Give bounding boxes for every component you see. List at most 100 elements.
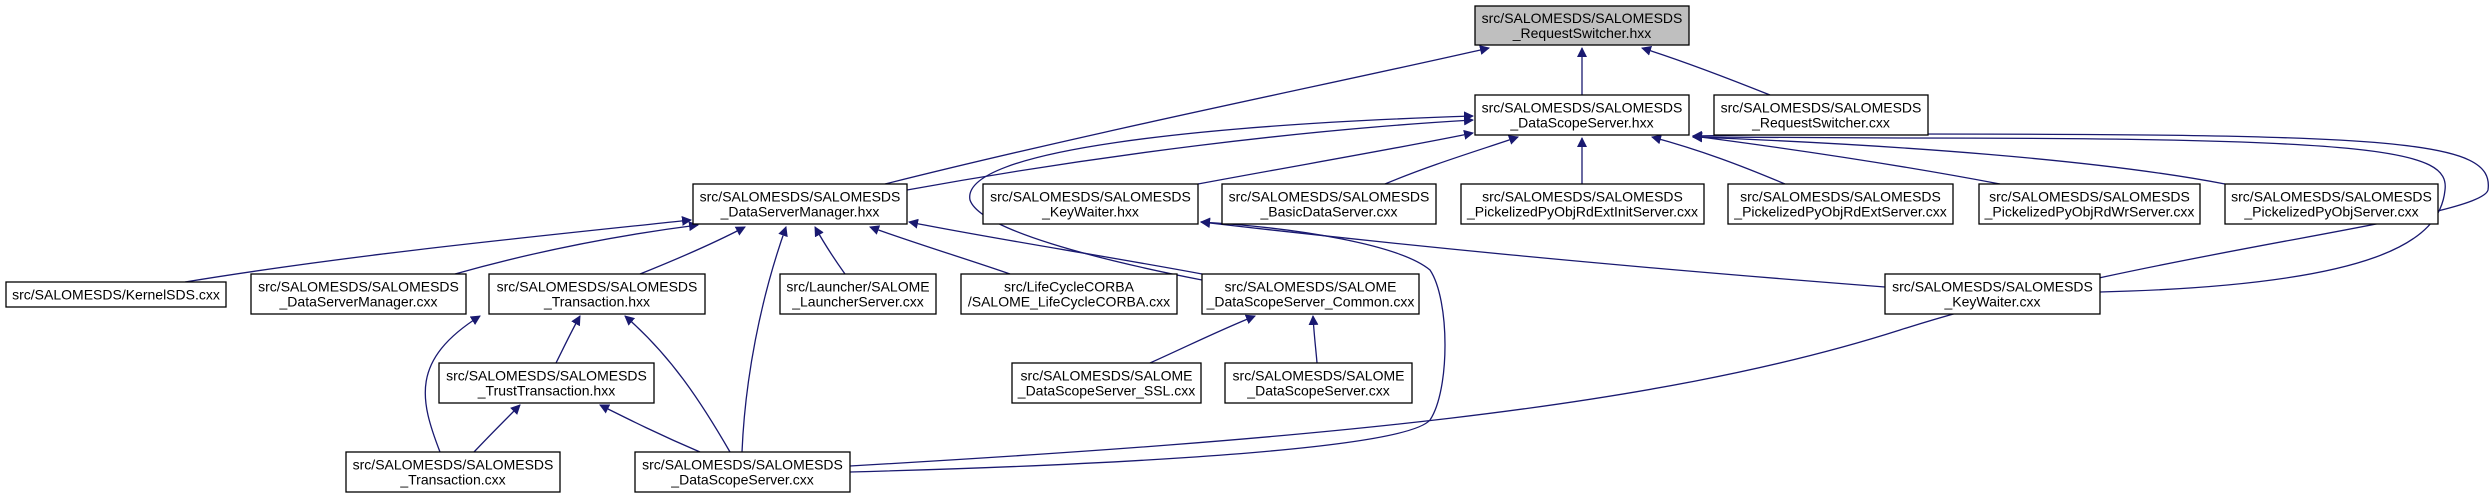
nodes-layer: src/SALOMESDS/SALOMESDS_RequestSwitcher.… <box>5 5 2439 493</box>
edge-dss_cxx-to-dsm_hxx <box>741 226 788 453</box>
node-label-line: src/SALOMESDS/SALOMESDS <box>1892 279 2093 295</box>
node-label-line: src/SALOMESDS/SALOMESDS <box>1721 100 1922 116</box>
edge-dss_cxx-to-tt_hxx <box>599 404 701 453</box>
node-label-line: src/SALOMESDS/SALOMESDS <box>2231 189 2432 205</box>
node-label-line: _DataServerManager.hxx <box>720 204 880 220</box>
node-label-line: src/SALOMESDS/SALOME <box>1225 279 1397 295</box>
edge-dsm_hxx-to-rs_hxx <box>884 45 1490 185</box>
node-label-line: _RequestSwitcher.hxx <box>1512 25 1652 41</box>
node-pos-cxx[interactable]: src/SALOMESDS/SALOMESDS_PickelizedPyObjS… <box>2224 183 2439 225</box>
node-label-line: _PickelizedPyObjServer.cxx <box>2243 204 2418 220</box>
node-box <box>5 281 227 308</box>
node-label-line: _PickelizedPyObjRdExtServer.cxx <box>1733 204 1946 220</box>
node-kw-cxx[interactable]: src/SALOMESDS/SALOMESDS_KeyWaiter.cxx <box>1884 273 2101 315</box>
node-ssl-cxx[interactable]: src/SALOMESDS/SALOME_DataScopeServer_SSL… <box>1011 362 1202 404</box>
node-box <box>1201 273 1420 315</box>
node-kw-hxx[interactable]: src/SALOMESDS/SALOMESDS_KeyWaiter.hxx <box>982 183 1199 225</box>
edge-tr_cxx-to-tt_hxx <box>473 404 521 453</box>
edge-tr_cxx-to-tr_hxx <box>424 315 481 453</box>
node-dsm-cxx[interactable]: src/SALOMESDS/SALOMESDS_DataServerManage… <box>250 273 467 315</box>
node-box <box>1460 183 1705 225</box>
node-label-line: _LauncherServer.cxx <box>791 294 924 310</box>
node-pre-cxx[interactable]: src/SALOMESDS/SALOMESDS_PickelizedPyObjR… <box>1727 183 1954 225</box>
node-box <box>960 273 1178 315</box>
node-rs-hxx[interactable]: src/SALOMESDS/SALOMESDS_RequestSwitcher.… <box>1474 5 1690 46</box>
node-label-line: _Transaction.hxx <box>543 294 650 310</box>
node-box <box>345 451 561 493</box>
node-label-line: _DataScopeServer.cxx <box>1246 383 1389 399</box>
edge-sdss_cxx-to-dssc_cxx <box>1308 315 1319 364</box>
node-lc-cxx[interactable]: src/LifeCycleCORBA/SALOME_LifeCycleCORBA… <box>960 273 1178 315</box>
edge-lc_cxx-to-dsm_hxx <box>869 225 1011 275</box>
node-label-line: src/SALOMESDS/SALOMESDS <box>700 189 901 205</box>
node-tr-hxx[interactable]: src/SALOMESDS/SALOMESDS_Transaction.hxx <box>488 273 706 315</box>
node-prw-cxx[interactable]: src/SALOMESDS/SALOMESDS_PickelizedPyObjR… <box>1978 183 2201 225</box>
node-label-line: _PickelizedPyObjRdExtInitServer.cxx <box>1466 204 1698 220</box>
node-box <box>438 362 655 404</box>
node-box <box>1884 273 2101 315</box>
node-box <box>1221 183 1437 225</box>
edge-rs_cxx-to-rs_hxx <box>1641 45 1771 96</box>
node-label-line: src/SALOMESDS/SALOMESDS <box>258 279 459 295</box>
node-dss-cxx[interactable]: src/SALOMESDS/SALOMESDS_DataScopeServer.… <box>634 451 851 493</box>
node-label-line: _DataScopeServer.cxx <box>670 472 813 488</box>
edge-ls_cxx-to-dsm_hxx <box>814 226 846 275</box>
node-box <box>2224 183 2439 225</box>
node-box <box>488 273 706 315</box>
edge-dss_cxx-to-tr_hxx <box>624 315 731 453</box>
node-box <box>1474 94 1690 136</box>
node-label-line: src/SALOMESDS/SALOMESDS <box>642 457 843 473</box>
node-label-line: src/SALOMESDS/SALOMESDS <box>497 279 698 295</box>
node-label-line: src/SALOMESDS/SALOMESDS <box>1482 189 1683 205</box>
node-box <box>1713 94 1929 136</box>
node-box <box>1011 362 1202 404</box>
edge-dsm_hxx-to-dss_hxx <box>906 115 1474 191</box>
node-label-line: src/SALOMESDS/SALOMESDS <box>353 457 554 473</box>
edge-ksds_cxx-to-dsm_hxx <box>184 215 692 283</box>
node-tt-hxx[interactable]: src/SALOMESDS/SALOMESDS_TrustTransaction… <box>438 362 655 404</box>
edge-prw_cxx-to-dss_hxx <box>1692 132 2001 185</box>
edge-kw_cxx-to-kw_hxx <box>1200 218 1886 288</box>
node-box <box>634 451 851 493</box>
node-ls-cxx[interactable]: src/Launcher/SALOME_LauncherServer.cxx <box>779 273 937 315</box>
edge-kw_cxx-to-dss_hxx <box>1692 132 2446 293</box>
node-dss-hxx[interactable]: src/SALOMESDS/SALOMESDS_DataScopeServer.… <box>1474 94 1690 136</box>
node-label-line: _KeyWaiter.cxx <box>1944 294 2041 310</box>
node-label-line: src/SALOMESDS/SALOMESDS <box>1989 189 2190 205</box>
node-label-line: src/SALOMESDS/SALOME <box>1233 368 1405 384</box>
node-label-line: _RequestSwitcher.cxx <box>1751 115 1890 131</box>
node-label-line: _DataScopeServer.hxx <box>1509 115 1653 131</box>
edge-dss_cxx-to-kw_hxx <box>849 217 1446 473</box>
node-label-line: src/Launcher/SALOME <box>786 279 929 295</box>
edge-dsm_cxx-to-dsm_hxx <box>454 221 699 275</box>
node-label-line: src/SALOMESDS/KernelSDS.cxx <box>12 287 220 303</box>
node-sdss-cxx[interactable]: src/SALOMESDS/SALOME_DataScopeServer.cxx <box>1224 362 1413 404</box>
edge-tr_hxx-to-dsm_hxx <box>639 226 746 275</box>
node-box <box>982 183 1199 225</box>
edge-kw_hxx-to-dss_hxx <box>1197 129 1474 185</box>
node-box <box>250 273 467 315</box>
node-label-line: _DataScopeServer_Common.cxx <box>1206 294 1415 310</box>
node-box <box>1474 5 1690 46</box>
edge-pos_cxx-to-dss_hxx <box>1692 132 2226 185</box>
node-box <box>1978 183 2201 225</box>
node-tr-cxx[interactable]: src/SALOMESDS/SALOMESDS_Transaction.cxx <box>345 451 561 493</box>
node-label-line: _TrustTransaction.hxx <box>477 383 615 399</box>
node-dssc-cxx[interactable]: src/SALOMESDS/SALOME_DataScopeServer_Com… <box>1201 273 1420 315</box>
node-prei-cxx[interactable]: src/SALOMESDS/SALOMESDS_PickelizedPyObjR… <box>1460 183 1705 225</box>
node-label-line: _KeyWaiter.hxx <box>1041 204 1139 220</box>
node-box <box>1727 183 1954 225</box>
node-label-line: /SALOME_LifeCycleCORBA.cxx <box>968 294 1170 310</box>
node-ksds-cxx[interactable]: src/SALOMESDS/KernelSDS.cxx <box>5 281 227 308</box>
node-label-line: src/SALOMESDS/SALOMESDS <box>1229 189 1430 205</box>
node-rs-cxx[interactable]: src/SALOMESDS/SALOMESDS_RequestSwitcher.… <box>1713 94 1929 136</box>
node-dsm-hxx[interactable]: src/SALOMESDS/SALOMESDS_DataServerManage… <box>692 183 908 225</box>
node-bds-cxx[interactable]: src/SALOMESDS/SALOMESDS_BasicDataServer.… <box>1221 183 1437 225</box>
node-label-line: src/SALOMESDS/SALOMESDS <box>990 189 1191 205</box>
node-label-line: src/SALOMESDS/SALOME <box>1021 368 1193 384</box>
edge-dssc_cxx-to-dsm_hxx <box>908 218 1203 275</box>
edge-ssl_cxx-to-dssc_cxx <box>1149 314 1256 364</box>
node-label-line: _DataServerManager.cxx <box>279 294 438 310</box>
node-label-line: _BasicDataServer.cxx <box>1260 204 1398 220</box>
